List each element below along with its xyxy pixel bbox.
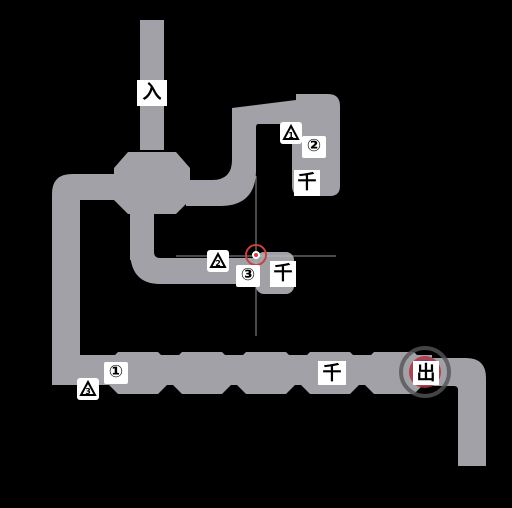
entrance-stem: [140, 105, 164, 150]
exit-label: 出: [413, 361, 439, 385]
exit-corridor: [420, 358, 486, 466]
central-hub-room: [114, 152, 190, 214]
recycle-number-1: 1: [288, 131, 294, 140]
recycle-number-3: 3: [85, 387, 91, 396]
treasure-label-1: ①: [104, 362, 128, 384]
bottom-room-3: [236, 352, 296, 394]
recycle-number-2: 2: [215, 259, 221, 268]
upper-right-corridor: [186, 100, 296, 206]
recycle-icon-3: 3: [77, 378, 99, 400]
bottom-room-5: [364, 352, 424, 394]
bottom-room-2: [172, 352, 232, 394]
marker-label-middle-room: 千: [270, 261, 296, 287]
entrance-funnel: [140, 60, 164, 82]
treasure-label-2: ②: [302, 136, 326, 158]
left-corridor: [52, 174, 120, 370]
entrance-label: 入: [137, 80, 167, 106]
marker-label-upper-room: 千: [294, 170, 320, 196]
treasure-label-3: ③: [236, 265, 260, 287]
recycle-icon-2: 2: [207, 250, 229, 272]
recycle-icon-1: 1: [280, 122, 302, 144]
marker-label-bottom-corridor: 千: [318, 361, 346, 385]
